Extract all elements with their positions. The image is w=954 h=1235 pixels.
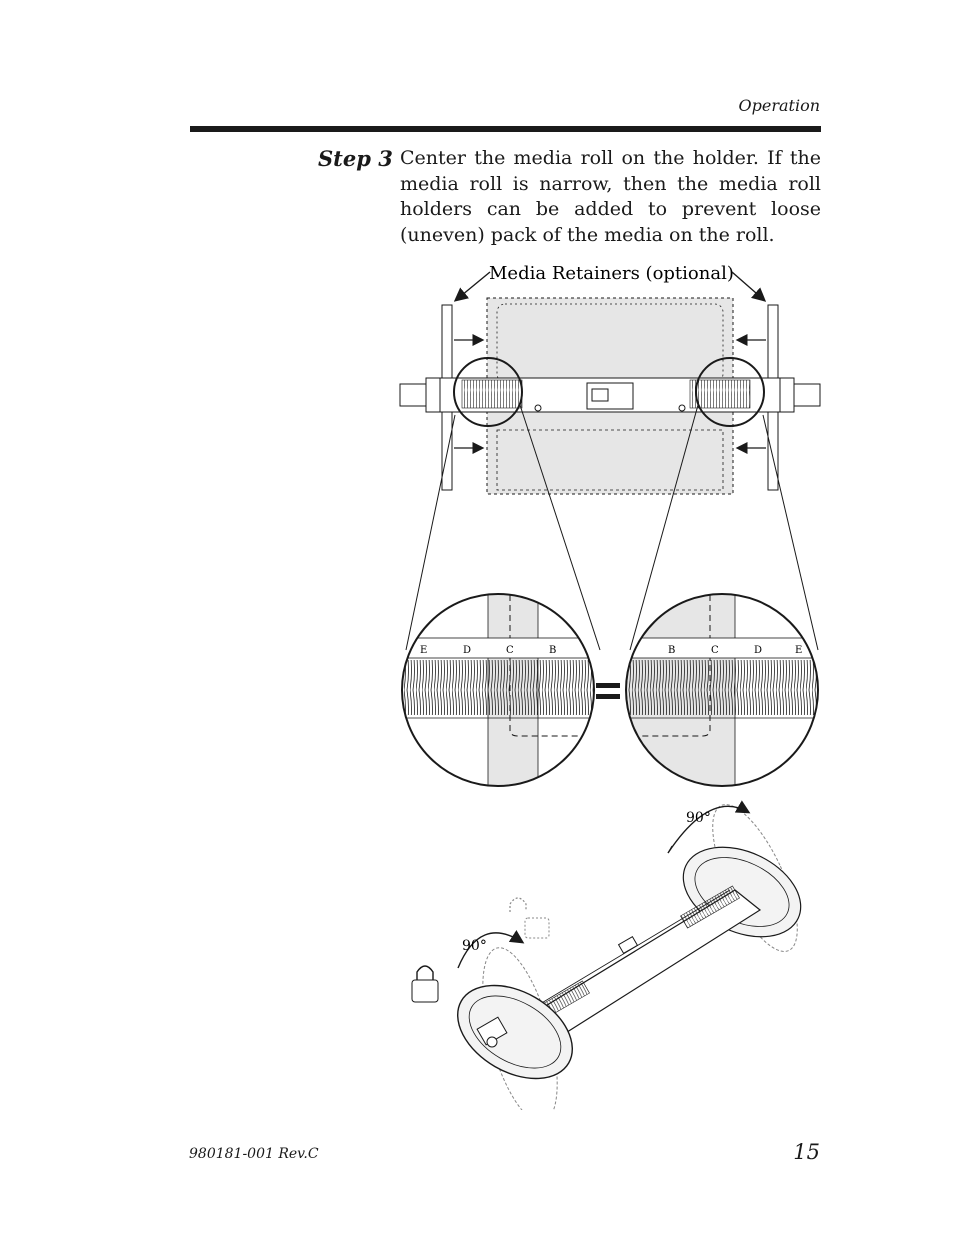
lock-icon bbox=[411, 965, 439, 1003]
left-scale-d: D bbox=[463, 645, 471, 656]
callout-label: Media Retainers (optional) bbox=[489, 263, 734, 284]
holder-perspective-view bbox=[411, 800, 802, 1110]
callout-arrow-right bbox=[731, 271, 767, 302]
magnified-view-left bbox=[401, 593, 595, 787]
unlock-icon bbox=[509, 897, 550, 939]
holder-front-view bbox=[399, 297, 821, 495]
magnified-view-right bbox=[625, 593, 819, 787]
rotation-angle-bottom: 90° bbox=[462, 938, 487, 954]
left-scale-c: C bbox=[506, 645, 514, 656]
right-scale-b: B bbox=[668, 645, 675, 656]
media-holder-figure: Media Retainers (optional) bbox=[399, 263, 821, 1110]
right-scale-d: D bbox=[754, 645, 762, 656]
step-instruction: Center the media roll on the holder. If … bbox=[400, 147, 821, 246]
callout-arrow-left bbox=[453, 271, 491, 302]
running-header: Operation bbox=[738, 96, 821, 115]
page-number: 15 bbox=[793, 1140, 820, 1164]
left-scale-b: B bbox=[549, 645, 556, 656]
header-rule bbox=[190, 126, 821, 132]
left-scale-e: E bbox=[420, 645, 427, 656]
rotation-angle-top: 90° bbox=[686, 810, 711, 826]
document-number: 980181-001 Rev.C bbox=[189, 1146, 319, 1162]
equals-sign bbox=[596, 683, 620, 688]
right-scale-e: E bbox=[795, 645, 802, 656]
step-label: Step 3 bbox=[318, 146, 393, 171]
right-scale-c: C bbox=[711, 645, 719, 656]
